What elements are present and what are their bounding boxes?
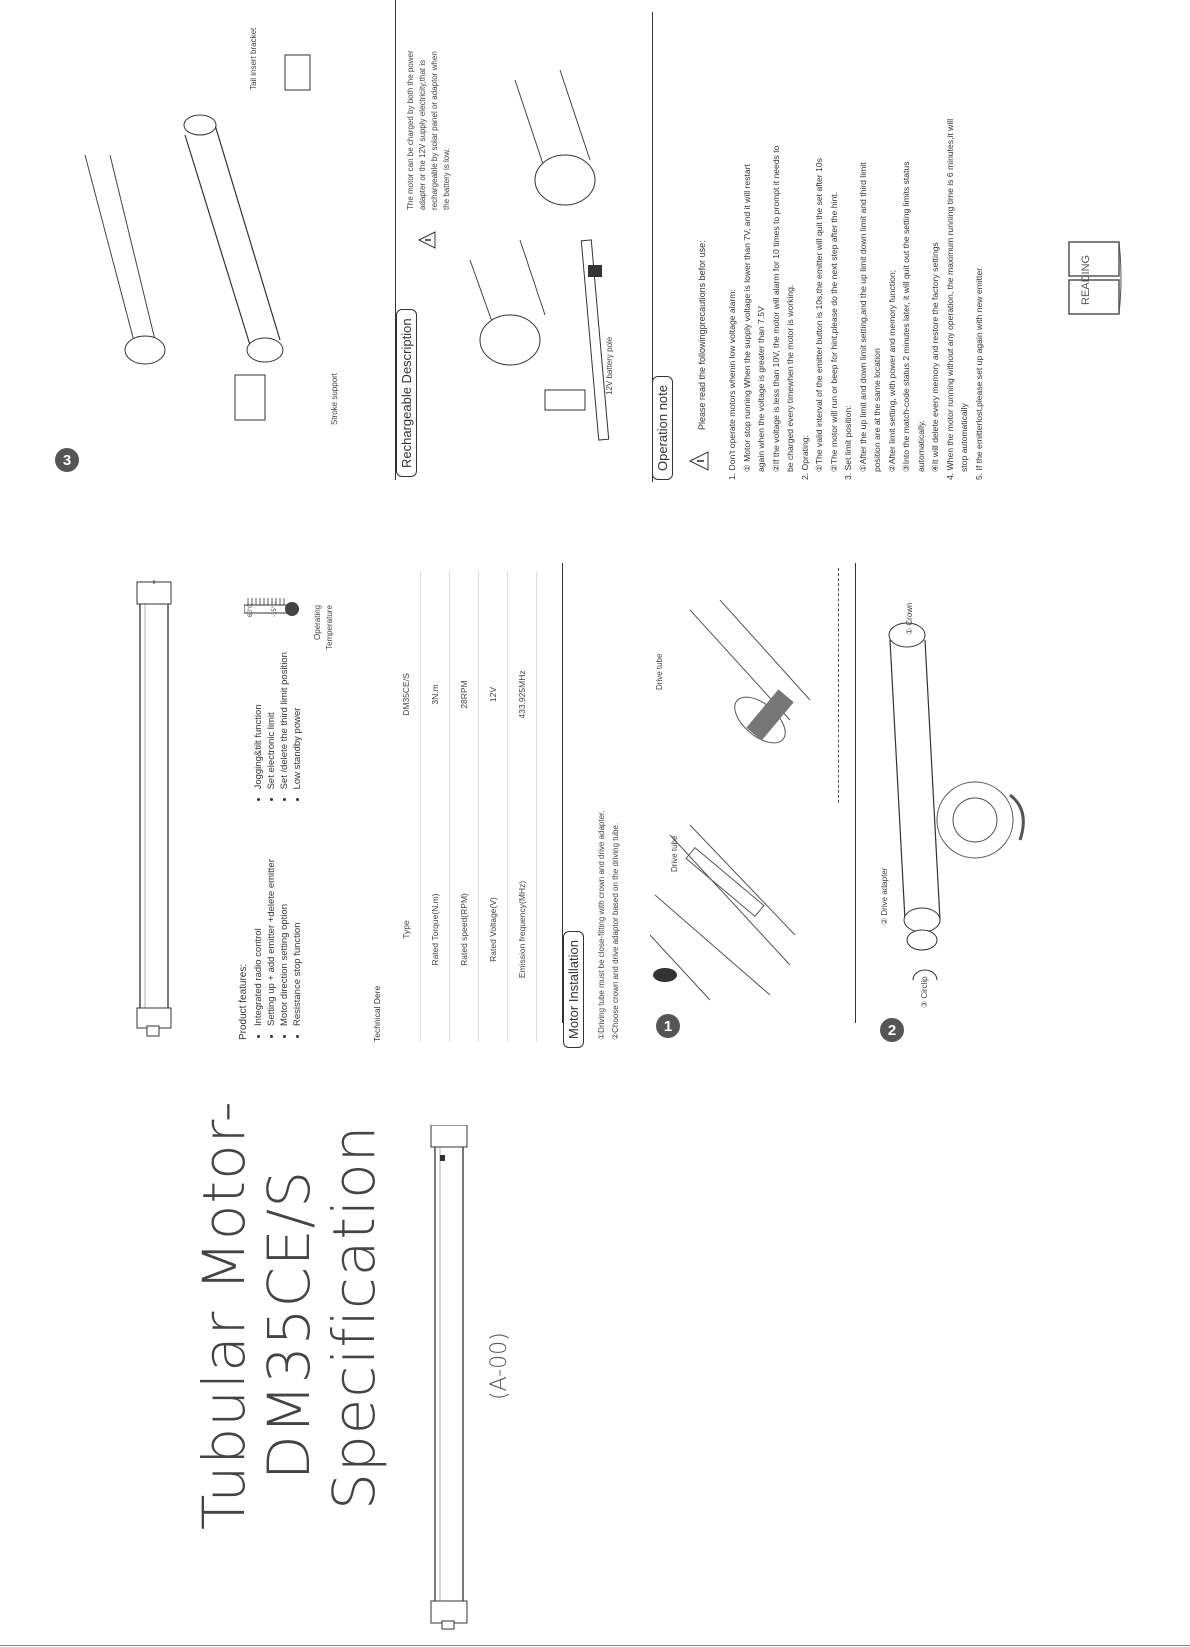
temp-label-1: Operating	[313, 604, 322, 640]
spec-value: 433.925MHz	[507, 572, 537, 817]
step2-divider	[855, 563, 856, 1023]
spec-label: Rated Torque(N.m)	[420, 817, 450, 1042]
install-note-2: ②Choose crown and drive adaptor based on…	[611, 822, 620, 1040]
step-2-badge: 2	[880, 1018, 904, 1042]
operation-heading-wrap: Operation note	[652, 375, 673, 480]
list-item: ①The valid interval of the emitter butto…	[814, 158, 824, 472]
operation-divider	[652, 12, 653, 482]
list-item: 4. When the motor running without any op…	[944, 118, 955, 480]
title-line-2: DM35CE/S	[255, 1169, 323, 1480]
thermometer-icon	[244, 598, 299, 616]
drive-tube-label-2: Drive tube	[655, 653, 664, 690]
caution-icon	[688, 451, 709, 471]
spec-value: 12V	[478, 572, 508, 817]
features-heading: Product features:	[238, 963, 249, 1040]
technical-heading: Technical Dere	[372, 985, 382, 1042]
list-item: 5. If the emitterlost,please set up agai…	[973, 267, 984, 480]
recharge-line: The motor can be charged by both the pow…	[406, 50, 415, 210]
operation-heading: Operation note	[652, 375, 673, 480]
recharge-line: adapter or the 12V supply electricity,th…	[418, 59, 427, 210]
stroke-support-label: Stroke support	[330, 372, 339, 425]
motor-tube-drawing-2	[136, 580, 172, 1037]
spec-label: Type	[392, 817, 421, 1042]
motor-tube-drawing	[430, 1125, 468, 1630]
step-1-badge: 1	[656, 1014, 680, 1038]
list-item: automatically.	[915, 420, 926, 472]
version-label: (A-00)	[487, 1332, 512, 1400]
install-divider	[562, 563, 563, 1023]
title-line-1: Tubular Motor-	[190, 1100, 258, 1530]
spec-value: DM35CE/S	[392, 572, 421, 817]
step1-dotted-divider	[838, 568, 839, 803]
recharge-divider	[395, 0, 396, 480]
list-item: ②The motor will run or beep for hint,ple…	[828, 192, 839, 472]
bracket-install-drawing	[84, 54, 311, 421]
list-item: position are at the same location	[872, 348, 882, 472]
spec-label: Emission frequency(MHz)	[507, 817, 537, 1042]
battery-charging-drawing	[469, 69, 610, 441]
list-item: Setting up + add emitter +delete emitter	[265, 803, 278, 1026]
operation-list: 1. Don't operate motors whenin low volta…	[725, 0, 986, 480]
spec-label: Rated speed(RPM)	[449, 817, 479, 1042]
tail-bracket-label: Tail insert bracket	[249, 27, 258, 90]
list-item: 2. Oprating:	[799, 435, 810, 480]
features-list-left: Integrated radio control Setting up + ad…	[252, 803, 304, 1040]
temp-label-2: Temperature	[325, 605, 334, 650]
recharge-heading-wrap: Rechargeable Description	[396, 309, 417, 477]
list-item: Resistance stop function	[291, 803, 304, 1026]
list-item: Integrated radio control	[252, 803, 265, 1026]
table-row: Rated Torque(N.m)3N.m	[420, 572, 450, 1042]
install-heading-wrap: Motor Installation	[563, 931, 584, 1048]
temp-hot: 60°C	[248, 603, 254, 617]
spec-value: 3N.m	[420, 572, 450, 817]
drive-tube-cut-drawing	[650, 824, 796, 1001]
list-item: be charged every timewhen the motor is w…	[785, 284, 795, 472]
drive-tube-end-drawing	[690, 600, 811, 744]
list-item: 1. Don't operate motors whenin low volta…	[727, 289, 737, 480]
crown-label: ① Crown	[905, 602, 914, 635]
table-row: Rated Voltage(V)12V	[478, 572, 508, 1042]
drive-tube-label-1: Drive tube	[670, 835, 679, 872]
reading-label: READING	[1080, 254, 1092, 305]
features-block: Product features: Integrated radio contr…	[238, 600, 304, 1040]
title-line-3: Specification	[320, 1124, 388, 1510]
list-item: ③Into the match-code status 2 minutes la…	[901, 161, 911, 472]
recharge-line: rechargeable by solar panel or adaptor w…	[430, 51, 439, 210]
list-item: ①After the up limit and down limit setti…	[857, 162, 868, 472]
recharge-text: The motor can be charged by both the pow…	[405, 10, 453, 210]
list-item: ① Motor stop running When the supply vol…	[741, 164, 752, 472]
spec-label: Rated Voltage(V)	[478, 817, 508, 1042]
install-note-1: ①Driving tube must be close-fitting with…	[597, 810, 606, 1040]
circlip-label: ③ Circlip	[920, 976, 929, 1008]
temp-cold: -15°C	[272, 601, 278, 617]
list-item: Motor direction setting option	[278, 803, 291, 1026]
list-item: ②If the voltage is less than 10V, the mo…	[770, 145, 781, 472]
list-item: stop automatically	[959, 403, 969, 472]
table-row: Rated speed(RPM)28RPM	[449, 572, 479, 1042]
table-row: Emission frequency(MHz)433.925MHz	[507, 572, 537, 1042]
list-item: again when the voltage is greater than 7…	[756, 306, 766, 472]
reading-book-icon	[1068, 241, 1122, 315]
drive-adapter-label: ② Drive adapter	[880, 867, 889, 925]
crown-adapter-assembly-drawing	[888, 622, 1025, 980]
spec-value: 28RPM	[449, 572, 479, 817]
install-heading: Motor Installation	[563, 931, 584, 1048]
step-3-badge: 3	[55, 448, 79, 472]
list-item: ④It will delete every memory and restore…	[930, 242, 940, 472]
list-item: ②After limit setting, with power and mem…	[886, 269, 897, 472]
recharge-heading: Rechargeable Description	[396, 309, 417, 477]
list-item: 3. Set limit position:	[843, 405, 853, 480]
page-bottom-rule	[0, 1645, 1190, 1646]
operation-intro: Please read the followingprecautions bef…	[697, 240, 707, 430]
battery-pole-label: 12V battery pole	[605, 336, 614, 395]
warning-icon	[417, 231, 436, 249]
